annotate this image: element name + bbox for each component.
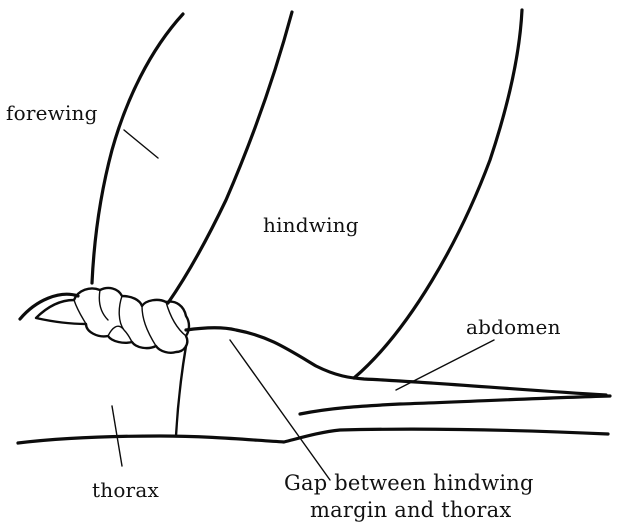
abdomen-ventral-line	[300, 396, 610, 414]
label-gap-line1: Gap between hindwing	[284, 470, 534, 497]
thorax-ventral-line	[18, 429, 608, 443]
sclerite-divisions	[74, 290, 186, 346]
forewing-leader	[124, 130, 158, 158]
thorax-division	[176, 346, 186, 436]
label-abdomen: abdomen	[466, 317, 561, 337]
wing-base-sclerites	[36, 288, 189, 353]
label-gap: Gap between hindwing margin and thorax	[284, 470, 534, 524]
label-forewing: forewing	[6, 103, 98, 123]
body-dorsal-line	[20, 294, 606, 395]
label-thorax: thorax	[92, 480, 159, 500]
label-gap-line2: margin and thorax	[284, 497, 534, 524]
label-hindwing: hindwing	[263, 215, 359, 235]
forewing-outline	[92, 14, 183, 283]
forewing-inner-margin	[168, 12, 292, 303]
